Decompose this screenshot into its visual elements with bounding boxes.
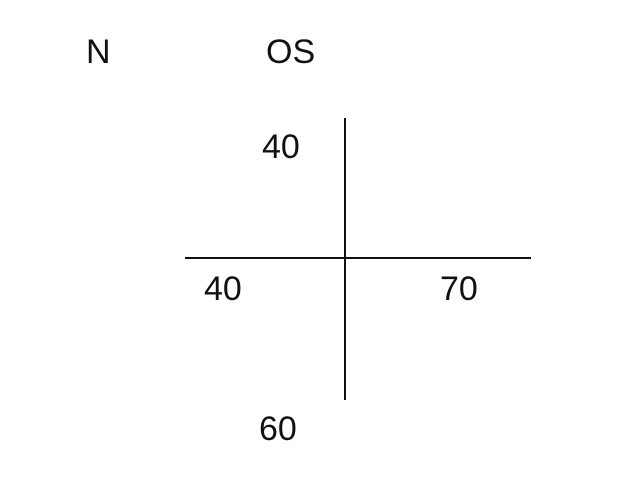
label-n: N [86,33,111,71]
value-left: 40 [204,270,242,308]
value-top: 40 [262,128,300,166]
value-right: 70 [440,270,478,308]
horizontal-axis-line [185,257,531,259]
vertical-axis-line [344,118,346,400]
value-bottom: 60 [259,410,297,448]
label-os: OS [266,33,316,71]
